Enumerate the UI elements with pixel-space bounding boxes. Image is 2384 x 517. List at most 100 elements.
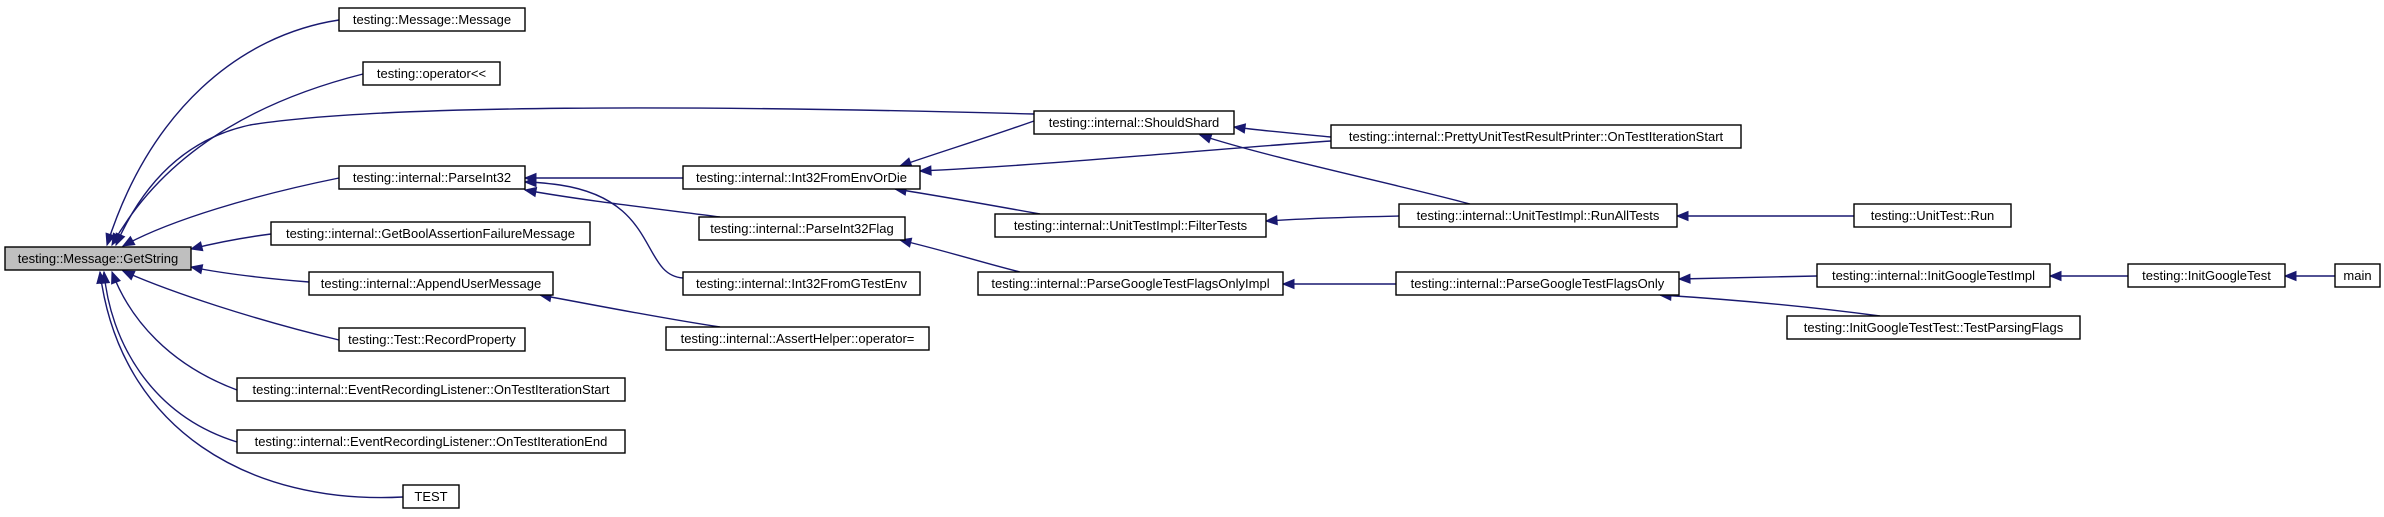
arrowhead — [2283, 270, 2297, 282]
node-n24[interactable]: TEST — [402, 484, 460, 509]
node-n17[interactable]: testing::InitGoogleTest — [2127, 263, 2286, 288]
node-box — [1395, 271, 1680, 296]
edge-n2-n0 — [111, 73, 364, 247]
node-n5[interactable]: testing::internal::ParseInt32 — [338, 165, 526, 190]
node-n16[interactable]: testing::internal::InitGoogleTestImpl — [1816, 263, 2051, 288]
node-label: testing::internal::ParseGoogleTestFlagsO… — [1411, 276, 1665, 291]
node-label: testing::internal::AppendUserMessage — [321, 276, 541, 291]
arrowhead — [1198, 133, 1213, 144]
arrowhead — [115, 232, 126, 247]
node-n21[interactable]: testing::InitGoogleTestTest::TestParsing… — [1786, 315, 2081, 340]
edge-n8-n6 — [893, 185, 1041, 215]
arrowhead — [918, 165, 932, 176]
node-box — [1853, 203, 2012, 228]
edge-line — [1678, 275, 1818, 280]
node-box — [2334, 263, 2381, 288]
node-box — [698, 216, 906, 241]
node-box — [338, 7, 526, 32]
arrowhead — [105, 232, 116, 247]
node-box — [665, 326, 930, 351]
edge-n12-n0 — [189, 264, 310, 283]
node-box — [1330, 124, 1742, 149]
node-n7[interactable]: testing::internal::ParseInt32Flag — [698, 216, 906, 241]
node-label: testing::internal::EventRecordingListene… — [253, 382, 610, 397]
node-n19[interactable]: testing::Test::RecordProperty — [338, 327, 526, 352]
edge-line — [103, 271, 238, 443]
node-n6[interactable]: testing::internal::Int32FromEnvOrDie — [682, 165, 921, 190]
edge-line — [190, 266, 310, 283]
edge-n5-n0 — [121, 177, 340, 247]
edge-n6-n5 — [523, 172, 683, 184]
node-label: testing::Test::RecordProperty — [348, 332, 516, 347]
node-box — [362, 61, 501, 86]
node-label: testing::internal::GetBoolAssertionFailu… — [286, 226, 575, 241]
node-label: testing::Message::Message — [353, 12, 511, 27]
edge-n16-n15 — [1677, 273, 1818, 284]
node-n1[interactable]: testing::Message::Message — [338, 7, 526, 32]
node-box — [4, 246, 192, 271]
arrowhead — [1677, 273, 1691, 284]
arrowhead — [111, 270, 121, 285]
node-label: testing::internal::UnitTestImpl::RunAllT… — [1417, 208, 1660, 223]
edge-layer — [96, 19, 2335, 499]
edge-line — [99, 271, 404, 499]
node-label: testing::internal::AssertHelper::operato… — [681, 331, 915, 346]
node-n0[interactable]: testing::Message::GetString — [4, 246, 192, 271]
edge-line — [115, 107, 1035, 246]
node-n22[interactable]: testing::internal::EventRecordingListene… — [236, 377, 626, 402]
node-label: main — [2343, 268, 2371, 283]
edge-line — [899, 120, 1035, 167]
node-label: testing::internal::ParseInt32Flag — [710, 221, 894, 236]
edge-n20-n12 — [538, 291, 721, 328]
edge-n23-n0 — [99, 270, 238, 443]
node-label: testing::UnitTest::Run — [1871, 208, 1995, 223]
node-layer: testing::Message::GetString testing::Mess… — [4, 7, 2381, 509]
edge-n3-n6 — [898, 120, 1035, 168]
arrowhead — [121, 235, 136, 247]
node-box — [338, 165, 526, 190]
node-n18[interactable]: main — [2334, 263, 2381, 288]
node-box — [682, 165, 921, 190]
node-n23[interactable]: testing::internal::EventRecordingListene… — [236, 429, 626, 454]
edge-line — [1265, 215, 1400, 222]
node-n8[interactable]: testing::internal::UnitTestImpl::FilterT… — [994, 213, 1267, 238]
node-box — [236, 377, 626, 402]
edge-line — [122, 270, 340, 341]
node-n9[interactable]: testing::internal::UnitTestImpl::RunAllT… — [1398, 203, 1678, 228]
edge-n15-n14 — [1281, 278, 1396, 290]
node-box — [308, 271, 554, 296]
arrowhead — [1675, 210, 1689, 222]
node-box — [1786, 315, 2081, 340]
node-box — [2127, 263, 2286, 288]
edge-n18-n17 — [2283, 270, 2335, 282]
node-n12[interactable]: testing::internal::AppendUserMessage — [308, 271, 554, 296]
node-n11[interactable]: testing::internal::GetBoolAssertionFailu… — [270, 221, 591, 246]
node-box — [236, 429, 626, 454]
node-label: testing::internal::ParseInt32 — [353, 170, 511, 185]
node-n15[interactable]: testing::internal::ParseGoogleTestFlagsO… — [1395, 271, 1680, 296]
node-n4[interactable]: testing::internal::PrettyUnitTestResultP… — [1330, 124, 1742, 149]
node-label: testing::InitGoogleTest — [2142, 268, 2271, 283]
node-label: testing::internal::ShouldShard — [1049, 115, 1220, 130]
node-n20[interactable]: testing::internal::AssertHelper::operato… — [665, 326, 930, 351]
node-box — [994, 213, 1267, 238]
edge-n14-n7 — [898, 237, 1021, 273]
node-label: testing::InitGoogleTestTest::TestParsing… — [1804, 320, 2064, 335]
node-n3[interactable]: testing::internal::ShouldShard — [1033, 110, 1235, 135]
node-n13[interactable]: testing::internal::Int32FromGTestEnv — [682, 271, 921, 296]
edge-line — [524, 189, 721, 218]
edge-n9-n8 — [1264, 215, 1400, 226]
edge-n19-n0 — [121, 270, 340, 341]
node-box — [402, 484, 460, 509]
node-n14[interactable]: testing::internal::ParseGoogleTestFlagsO… — [977, 271, 1284, 296]
node-label: testing::internal::EventRecordingListene… — [255, 434, 608, 449]
node-n10[interactable]: testing::UnitTest::Run — [1853, 203, 2012, 228]
arrowhead — [1232, 123, 1247, 134]
edge-n11-n0 — [189, 233, 272, 252]
edge-line — [122, 177, 340, 247]
node-n2[interactable]: testing::operator<< — [362, 61, 501, 86]
arrowhead — [2048, 270, 2062, 282]
arrowhead — [121, 270, 136, 281]
edge-n24-n0 — [96, 270, 404, 499]
node-label: testing::internal::ParseGoogleTestFlagsO… — [991, 276, 1269, 291]
